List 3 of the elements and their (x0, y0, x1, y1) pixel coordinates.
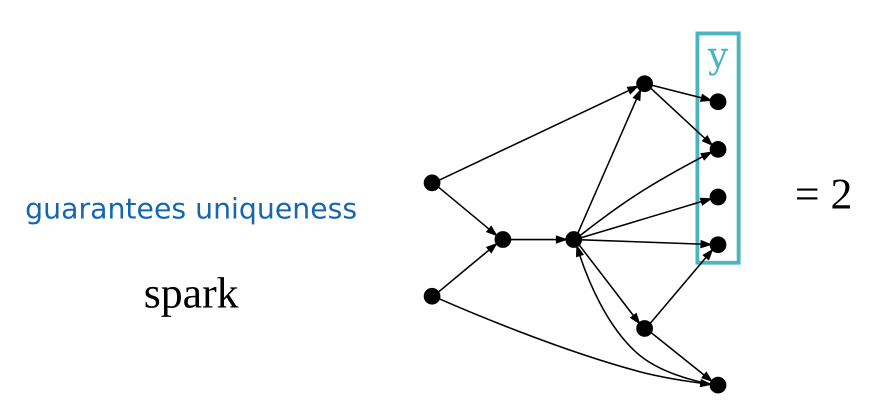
label: spark (144, 269, 239, 318)
label: = 2 (794, 170, 852, 218)
label: guarantees uniqueness (25, 192, 358, 226)
